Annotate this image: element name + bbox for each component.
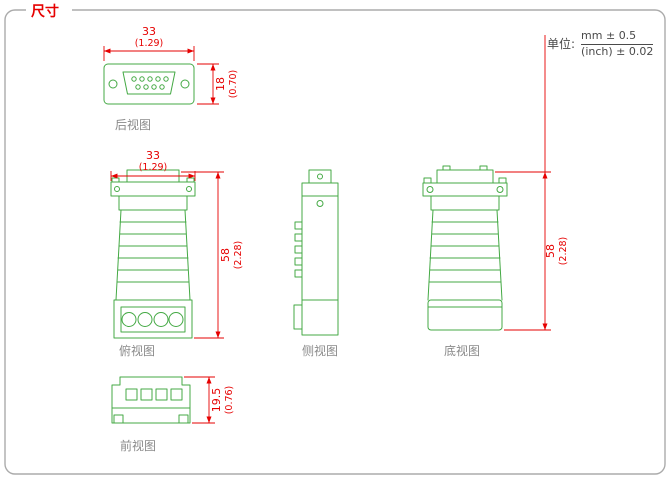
top-height-inch: (2.28) (233, 241, 244, 270)
front-height-mm: 19.5 (210, 388, 223, 413)
side-view-label: 侧视图 (302, 343, 338, 358)
top-view-height-dimension: 58 (2.28) (181, 171, 244, 339)
front-view-height-dimension: 19.5 (0.76) (184, 376, 235, 424)
page-title: 尺寸 (31, 3, 59, 20)
unit-inch-tolerance: (inch) ± 0.02 (581, 44, 654, 58)
front-view-label: 前视图 (120, 438, 156, 453)
back-view-drawing (103, 63, 195, 105)
back-height-inch: (0.70) (228, 70, 239, 99)
top-view-drawing (110, 169, 196, 339)
unit-label: 单位: (547, 37, 576, 52)
unit-metric-tolerance: mm ± 0.5 (581, 29, 654, 45)
bottom-height-inch: (2.28) (558, 237, 569, 266)
top-view-label: 俯视图 (119, 343, 155, 358)
back-view-width-dimension: 33 (1.29) (103, 25, 195, 61)
side-view-drawing (293, 169, 339, 336)
bottom-view-drawing (422, 165, 508, 331)
top-height-mm: 58 (219, 248, 232, 262)
page-border (4, 9, 666, 475)
back-width-mm: 33 (142, 25, 156, 38)
back-view-label: 后视图 (115, 117, 151, 132)
bottom-view-label: 底视图 (444, 343, 480, 358)
unit-tolerance-fraction: mm ± 0.5 (inch) ± 0.02 (581, 29, 654, 59)
front-height-inch: (0.76) (224, 386, 235, 415)
front-view-drawing (111, 376, 191, 424)
unit-note: 单位: mm ± 0.5 (inch) ± 0.02 (547, 29, 654, 59)
back-height-mm: 18 (214, 77, 227, 91)
top-width-inch: (1.29) (139, 162, 168, 173)
bottom-view-height-dimension: 58 (2.28) (495, 35, 569, 331)
back-view-height-dimension: 18 (0.70) (197, 63, 239, 105)
top-width-mm: 33 (146, 149, 160, 162)
back-width-inch: (1.29) (135, 38, 164, 49)
top-view-width-dimension: 33 (1.29) (110, 149, 196, 181)
title-mask (26, 2, 72, 18)
bottom-height-mm: 58 (544, 244, 557, 258)
